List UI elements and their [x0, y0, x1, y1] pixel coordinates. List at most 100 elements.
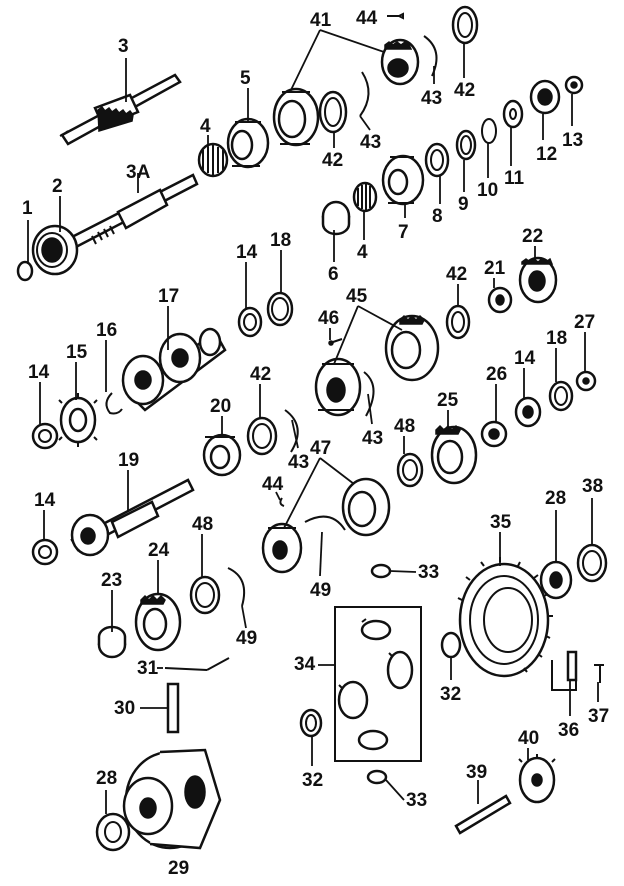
part-ring-gear-35	[457, 557, 553, 678]
callout-33-top: 33	[418, 562, 439, 583]
callout-33-bottom: 33	[406, 790, 427, 811]
callout-29: 29	[168, 858, 189, 879]
callout-11: 11	[504, 168, 525, 189]
callout-1: 1	[22, 198, 33, 219]
callout-24: 24	[148, 540, 170, 561]
callout-25: 25	[437, 390, 459, 411]
callout-30: 30	[114, 698, 135, 719]
part-hub-45	[314, 357, 362, 417]
part-ring-48-low	[189, 575, 221, 615]
callout-43-top: 43	[360, 132, 381, 153]
part-gear-22	[518, 256, 558, 304]
callout-14-upper: 14	[236, 242, 258, 263]
callout-14-low: 14	[34, 490, 56, 511]
callout-34: 34	[294, 654, 316, 675]
callout-42-top: 42	[322, 150, 343, 171]
callout-9: 9	[458, 194, 469, 215]
callout-38: 38	[582, 476, 603, 497]
part-shim-32-left	[299, 708, 323, 738]
callout-44-low: 44	[262, 474, 284, 495]
callout-28-right: 28	[545, 488, 566, 509]
part-needle-bearing-mid	[352, 181, 378, 213]
callout-47: 47	[310, 438, 331, 459]
part-blocker-ring-top	[318, 90, 348, 134]
callout-43-low: 43	[288, 452, 309, 473]
part-snap-key-44	[387, 12, 404, 20]
part-gear-40	[518, 754, 556, 804]
callout-37: 37	[588, 706, 609, 727]
callout-17: 17	[158, 286, 179, 307]
callout-19: 19	[118, 450, 139, 471]
callout-4-upper: 4	[200, 116, 211, 137]
part-bearing-2	[31, 224, 79, 276]
part-shaft-30	[166, 682, 180, 734]
part-thrust-washer-11	[502, 99, 524, 129]
callout-31: 31	[137, 658, 159, 679]
callout-27: 27	[574, 312, 595, 333]
part-snap-ring-16	[105, 392, 123, 415]
callout-42-low: 42	[250, 364, 271, 385]
part-main-shaft	[68, 173, 199, 250]
part-needle-bearing-upper	[197, 142, 229, 178]
callout-28-left: 28	[96, 768, 117, 789]
part-shim-18-upper	[266, 291, 294, 327]
part-snap-ring-43-mid	[363, 371, 375, 417]
part-nut-27	[575, 370, 597, 392]
part-gear-25	[430, 424, 478, 485]
part-bolt-37	[594, 664, 604, 683]
part-synchro-sleeve	[272, 87, 320, 147]
part-clip-36	[551, 650, 578, 691]
part-bearing-28-right	[539, 560, 573, 600]
callout-18-upper: 18	[270, 230, 291, 251]
part-diff-gear-box-34	[334, 606, 422, 762]
callout-26: 26	[486, 364, 507, 385]
part-shim-18-right	[548, 380, 574, 412]
callout-3a: 3A	[126, 162, 151, 183]
part-diff-case-29	[122, 748, 222, 850]
callout-43-top-right: 43	[421, 88, 442, 109]
callout-16: 16	[96, 320, 117, 341]
part-snap-ring-49-left	[227, 567, 246, 607]
part-washer-33-bottom	[366, 769, 388, 785]
part-sleeve-21	[487, 286, 513, 314]
part-sleeve-26	[480, 420, 508, 448]
callout-41: 41	[310, 10, 332, 31]
callout-21: 21	[484, 258, 506, 279]
part-cap-23	[97, 625, 127, 659]
callout-14-left: 14	[28, 362, 50, 383]
part-gear-45	[384, 314, 440, 382]
callout-32-left: 32	[302, 770, 323, 791]
callout-44-top: 44	[356, 8, 378, 29]
callout-20: 20	[210, 396, 231, 417]
callout-labels: 3 3A 2 1 4 5 41 44 43 42 43 42 11 12 13 …	[22, 8, 609, 879]
callout-13: 13	[562, 130, 583, 151]
callout-42-mid: 42	[446, 264, 467, 285]
callout-5: 5	[240, 68, 251, 89]
callout-43-mid: 43	[362, 428, 383, 449]
callout-23: 23	[101, 570, 122, 591]
callout-32-right: 32	[440, 684, 461, 705]
part-ring-9	[455, 129, 477, 161]
callout-42-top-right: 42	[454, 80, 475, 101]
part-synchronizer-hub	[226, 117, 270, 169]
part-sleeve-47	[341, 477, 391, 537]
callout-49-right: 49	[310, 580, 331, 601]
part-collar-6	[321, 200, 351, 236]
callout-10: 10	[477, 180, 498, 201]
part-ring-42-mid	[445, 304, 471, 340]
callout-22: 22	[522, 226, 543, 247]
part-shim-32-right	[440, 631, 462, 659]
part-pin-31	[164, 657, 230, 671]
part-bearing-28-left	[95, 812, 131, 852]
part-gear-7	[381, 154, 425, 206]
part-gear-24	[134, 592, 182, 652]
part-gear-41	[380, 38, 420, 86]
part-washer-14-left	[31, 422, 59, 450]
part-nut-13	[564, 75, 584, 95]
callout-46: 46	[318, 308, 339, 329]
part-counter-gear-17	[121, 327, 227, 412]
callout-49-left: 49	[236, 628, 257, 649]
callout-15: 15	[66, 342, 88, 363]
